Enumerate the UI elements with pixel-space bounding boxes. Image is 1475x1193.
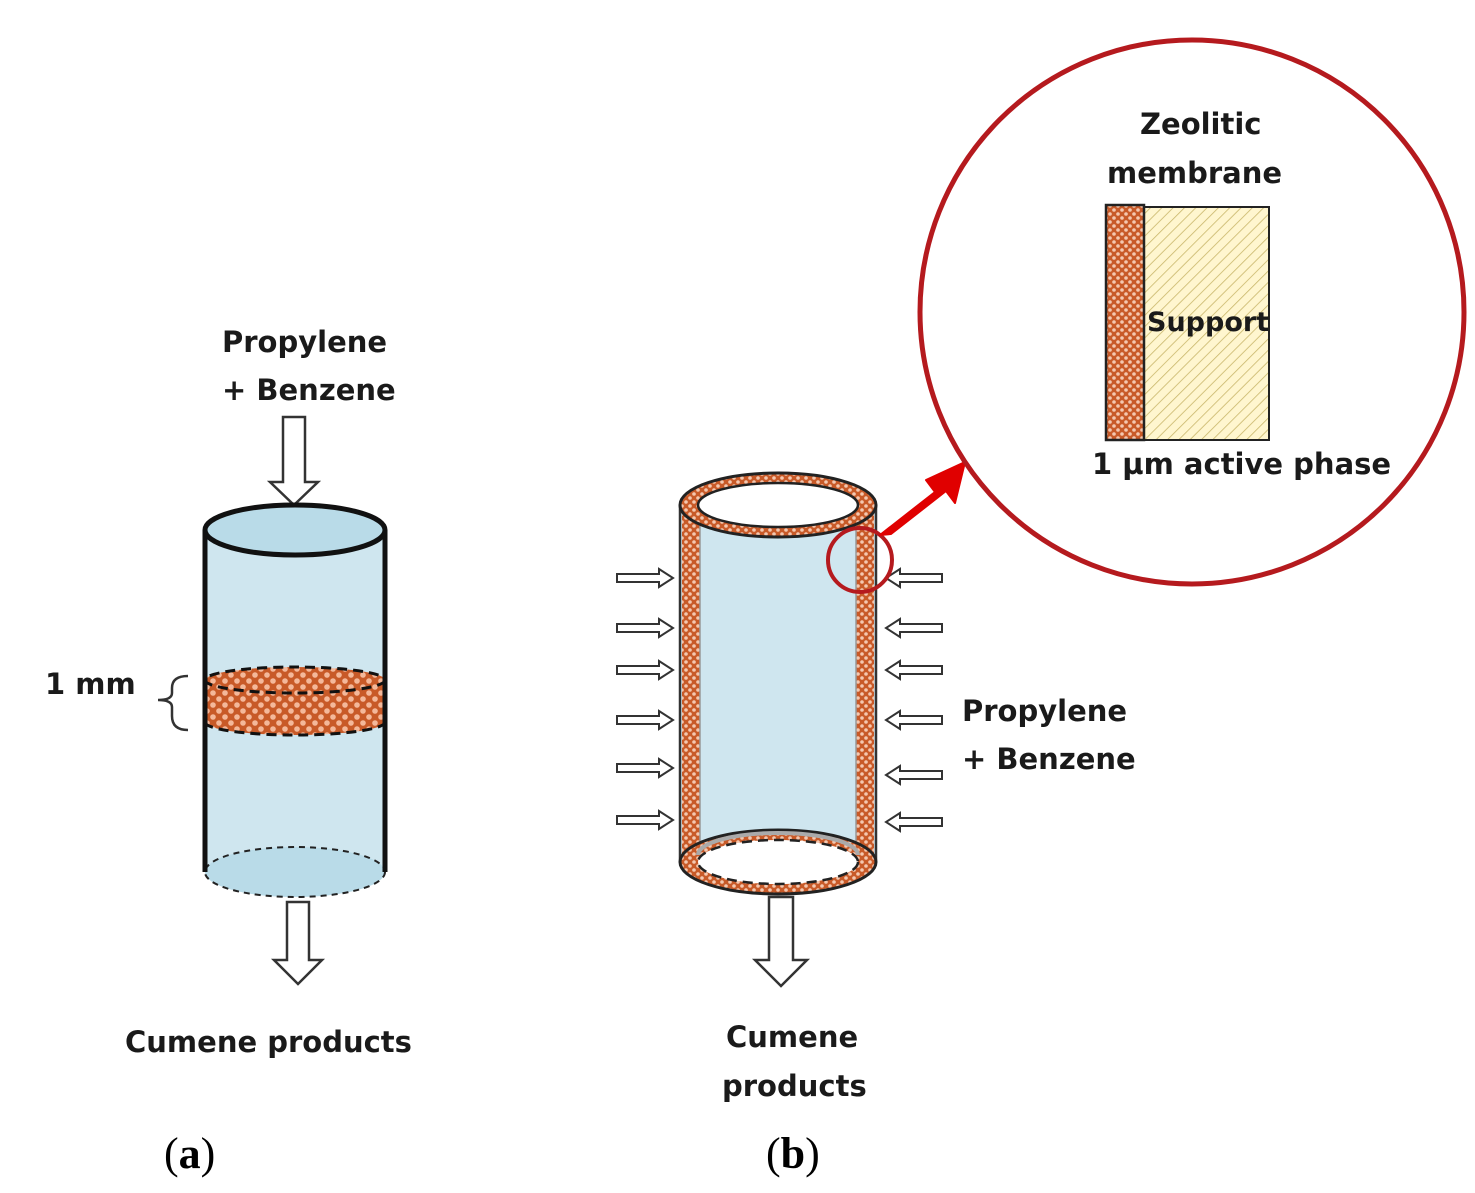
panel-b-outlet-arrow xyxy=(751,895,811,988)
panel-b-product-line1: Cumene xyxy=(726,1020,858,1054)
panel-a-bottom-cap xyxy=(204,846,386,898)
zoom-title-line2: membrane xyxy=(1107,156,1282,190)
feed-arrow-right xyxy=(616,810,674,830)
feed-arrow-right xyxy=(616,758,674,778)
panel-b-right-membrane-wall xyxy=(856,505,874,862)
panel-b-feed-line1: Propylene xyxy=(962,694,1127,728)
feed-arrow-right xyxy=(616,568,674,588)
zoom-pointer-arrow xyxy=(879,461,966,536)
panel-b: Propylene + Benzene Cumene products (b) xyxy=(616,461,1136,1178)
support-label: Support xyxy=(1147,307,1269,338)
feed-arrow-right xyxy=(616,710,674,730)
panel-b-zoom-source-circle xyxy=(826,526,894,594)
active-phase-label: 1 µm active phase xyxy=(1092,447,1391,481)
support-layer xyxy=(1143,206,1270,441)
panel-a-top-cap xyxy=(202,502,388,558)
active-phase-layer xyxy=(1104,203,1146,442)
panel-b-tube-body xyxy=(680,505,876,894)
panel-b-right-feed-arrows xyxy=(885,568,943,832)
panel-a-feed-line1: Propylene xyxy=(222,325,387,359)
feed-arrow-left xyxy=(885,812,943,832)
panel-a-feed-line2: + Benzene xyxy=(222,373,396,407)
feed-arrow-left xyxy=(885,618,943,638)
panel-b-product-line2: products xyxy=(722,1069,867,1103)
feed-arrow-left xyxy=(885,710,943,730)
feed-arrow-right xyxy=(616,660,674,680)
feed-arrow-left xyxy=(885,765,943,785)
panel-b-bottom-ring xyxy=(678,828,878,896)
feed-arrow-left xyxy=(885,660,943,680)
feed-arrow-left xyxy=(885,568,943,588)
panel-b-label: (b) xyxy=(766,1129,820,1178)
zoom-title-line1: Zeolitic xyxy=(1140,107,1262,141)
panel-b-top-ring xyxy=(678,471,878,539)
panel-a-label: (a) xyxy=(164,1129,215,1178)
feed-arrow-right xyxy=(616,618,674,638)
panel-a-product-label: Cumene products xyxy=(125,1025,412,1059)
panel-b-feed-line2: + Benzene xyxy=(962,742,1136,776)
panel-a-catalyst-layer xyxy=(203,665,387,737)
panel-a: Propylene + Benzene 1 mm Cumene products… xyxy=(45,325,412,1178)
panel-b-left-membrane-wall xyxy=(682,505,700,862)
panel-a-thickness-label: 1 mm xyxy=(45,667,136,701)
panel-a-outlet-arrow xyxy=(270,900,326,986)
panel-b-left-feed-arrows xyxy=(616,568,674,830)
zoom-detail: Zeolitic membrane Support 1 µm active ph… xyxy=(917,37,1467,587)
panel-a-thickness-brace xyxy=(157,674,189,732)
panel-a-inlet-arrow xyxy=(266,415,322,507)
